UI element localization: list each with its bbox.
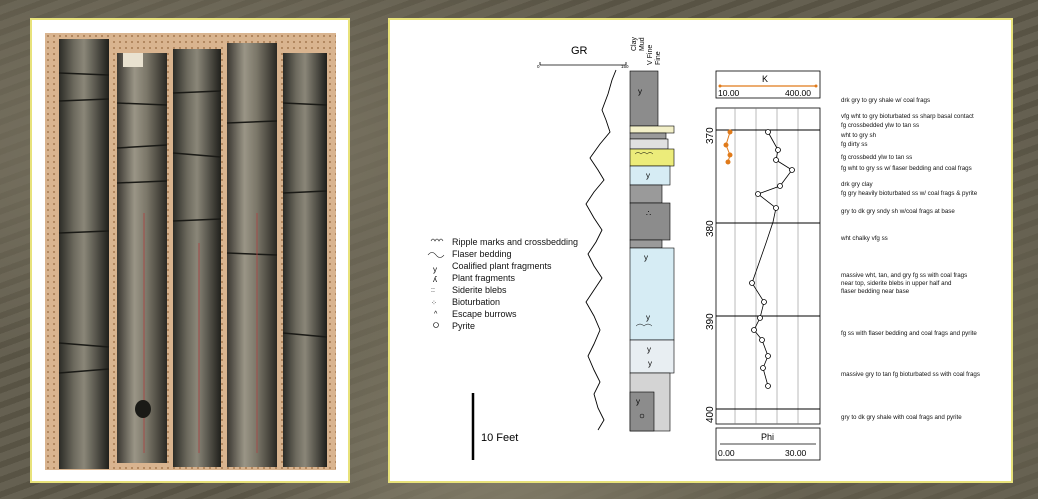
k-title: K bbox=[762, 74, 768, 84]
description-line: drk gry to gry shale w/ coal frags bbox=[841, 97, 930, 104]
grain-header-fine: Fine bbox=[655, 51, 662, 65]
gr-curve bbox=[585, 69, 617, 431]
core-photo-panel bbox=[30, 18, 350, 483]
legend-label-flaser: Flaser bedding bbox=[452, 249, 512, 259]
depth-tick-380: 380 bbox=[705, 220, 716, 237]
core-box bbox=[45, 33, 336, 470]
legend-label-escape-burrow: Escape burrows bbox=[452, 309, 517, 319]
phi-scale-footer: Phi 0.00 30.00 bbox=[715, 427, 821, 461]
pyrite-icon bbox=[433, 322, 439, 328]
legend-label-pyrite: Pyrite bbox=[452, 321, 475, 331]
phi-min: 0.00 bbox=[718, 448, 735, 458]
core-log-panel: GR 0 150 Clay Mud V Fine Fine bbox=[388, 18, 1013, 483]
description-line: vfg wht to gry bioturbated ss sharp basa… bbox=[841, 113, 974, 120]
gr-scale-max: 150 bbox=[621, 64, 629, 69]
depth-tick-400: 400 bbox=[705, 406, 716, 423]
legend-label-bioturbation: Bioturbation bbox=[452, 297, 500, 307]
legend-label-coal-frag: Coalified plant fragments bbox=[452, 261, 552, 271]
plant-frag-icon: ʎ bbox=[433, 275, 437, 284]
k-scale-header: K 10.00 400.00 bbox=[715, 70, 821, 99]
description-line: massive gry to tan fg bioturbated ss wit… bbox=[841, 371, 980, 378]
core-log-diagram: GR 0 150 Clay Mud V Fine Fine bbox=[427, 36, 980, 461]
description-column: drk gry to gry shale w/ coal frags vfg w… bbox=[840, 97, 980, 421]
description-line: near top, siderite blebs in upper half a… bbox=[841, 280, 952, 287]
description-line: gry to dk gry sndy sh w/coal frags at ba… bbox=[841, 208, 955, 215]
phi-curve bbox=[749, 129, 795, 389]
depth-tick-370: 370 bbox=[705, 127, 716, 144]
scale-bar-label: 10 Feet bbox=[481, 432, 518, 444]
lithology-column bbox=[629, 70, 675, 432]
svg-text:y: y bbox=[647, 345, 651, 354]
svg-text:y: y bbox=[636, 397, 640, 406]
svg-text:y: y bbox=[646, 171, 650, 180]
grain-size-header: Clay Mud V Fine Fine bbox=[631, 36, 662, 65]
legend-label-siderite: Siderite blebs bbox=[452, 285, 507, 295]
description-line: flaser bedding near base bbox=[841, 288, 910, 295]
svg-text:y: y bbox=[638, 87, 642, 96]
lithology-symbols: y y ∴ y y y y y bbox=[634, 87, 654, 419]
description-line: massive wht, tan, and gry fg ss with coa… bbox=[841, 272, 967, 279]
grain-header-clay: Clay bbox=[631, 36, 638, 51]
gr-scale-min: 0 bbox=[537, 64, 540, 69]
depth-tick-390: 390 bbox=[705, 313, 716, 330]
grain-header-mud: Mud bbox=[639, 37, 646, 51]
description-line: gry to dk gry shale with coal frags and … bbox=[841, 414, 962, 421]
flaser-icon bbox=[427, 252, 445, 258]
legend-label-ripple: Ripple marks and crossbedding bbox=[452, 237, 578, 247]
phi-max: 30.00 bbox=[785, 448, 807, 458]
grain-header-vfine: V Fine bbox=[647, 45, 654, 65]
description-line: fg dirty ss bbox=[841, 141, 867, 148]
description-line: fg ss with flaser bedding and coal frags… bbox=[841, 330, 977, 337]
phi-title: Phi bbox=[761, 432, 774, 442]
description-line: fg crossbedd ylw to tan ss bbox=[841, 154, 912, 161]
svg-text:y: y bbox=[648, 359, 652, 368]
k-max: 400.00 bbox=[785, 88, 811, 98]
bioturbation-icon: ⁘ bbox=[431, 300, 437, 307]
description-line: wht to gry sh bbox=[840, 132, 877, 139]
svg-text:y: y bbox=[644, 253, 648, 262]
ripple-icon bbox=[430, 238, 444, 242]
siderite-icon: :: bbox=[431, 287, 435, 294]
description-line: fg wht to gry ss w/ flaser bedding and c… bbox=[841, 165, 972, 172]
escape-burrow-icon: ^ bbox=[434, 311, 438, 318]
description-line: drk gry clay bbox=[841, 181, 874, 188]
legend-label-plant-frag: Plant fragments bbox=[452, 273, 516, 283]
svg-text:y: y bbox=[646, 313, 650, 322]
description-line: wht chalky vfg ss bbox=[840, 235, 888, 242]
coal-frag-icon: y bbox=[433, 265, 437, 274]
k-min: 10.00 bbox=[718, 88, 740, 98]
depth-track: 370 380 390 400 bbox=[705, 107, 821, 425]
gr-title: GR bbox=[571, 45, 588, 57]
description-line: fg gry heavily bioturbated ss w/ coal fr… bbox=[841, 190, 978, 197]
core-photo bbox=[45, 33, 336, 470]
svg-text:∴: ∴ bbox=[646, 209, 651, 218]
legend: y ʎ :: ⁘ ^ Ripple marks and crossbedding… bbox=[427, 237, 578, 331]
k-curve bbox=[723, 129, 733, 165]
description-line: fg crossbedded ylw to tan ss bbox=[841, 122, 919, 129]
